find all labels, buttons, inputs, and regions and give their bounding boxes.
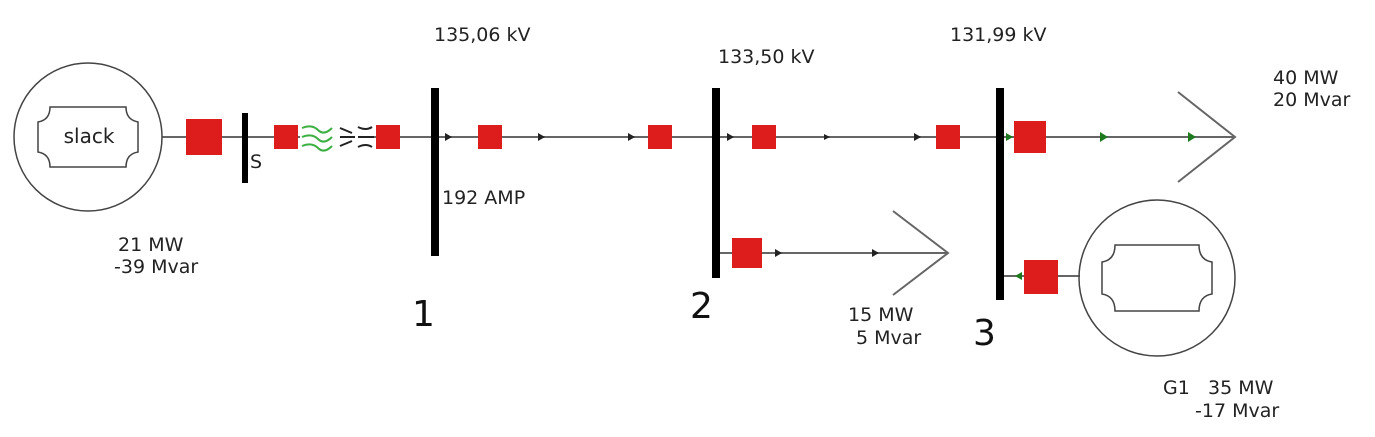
flow-arrow-3 bbox=[628, 133, 635, 141]
generator-mvar: -17 Mvar bbox=[1195, 400, 1279, 422]
bus-2[interactable] bbox=[712, 88, 720, 278]
generator-name: G1 bbox=[1163, 377, 1190, 399]
flow-arrow-2 bbox=[538, 133, 545, 141]
breaker-bus2-load[interactable] bbox=[732, 238, 762, 268]
bus3-number: 3 bbox=[973, 313, 996, 354]
flow-arrow-green-3 bbox=[1188, 132, 1196, 142]
slack-label: slack bbox=[64, 124, 115, 148]
breaker-bus3-out[interactable] bbox=[1014, 121, 1046, 153]
slack-bus[interactable] bbox=[242, 113, 248, 183]
flow-arrow-green-4 bbox=[1015, 272, 1022, 280]
load-arrow-bus3[interactable] bbox=[1177, 91, 1237, 183]
slack-generator[interactable]: slack bbox=[13, 62, 163, 212]
breaker-bus1-in[interactable] bbox=[376, 125, 400, 149]
bus2-load-mw: 15 MW bbox=[848, 304, 914, 326]
breaker-bus3-in[interactable] bbox=[936, 125, 960, 149]
bus1-voltage: 135,06 kV bbox=[434, 24, 531, 46]
bus3-voltage: 131,99 kV bbox=[950, 24, 1047, 46]
flow-arrow-green-1 bbox=[1006, 133, 1013, 141]
slack-mvar: -39 Mvar bbox=[114, 256, 198, 278]
generator-g1-symbol bbox=[1101, 244, 1213, 312]
bus3-load-mvar: 20 Mvar bbox=[1273, 89, 1350, 111]
breaker-slack-bus-out[interactable] bbox=[274, 125, 298, 149]
flow-arrow-8 bbox=[872, 249, 879, 257]
flow-arrow-5 bbox=[824, 134, 830, 140]
bus3-load-mw: 40 MW bbox=[1273, 67, 1339, 89]
bus2-voltage: 133,50 kV bbox=[718, 46, 815, 68]
bus2-load-mvar: 5 Mvar bbox=[856, 327, 921, 349]
bus-1[interactable] bbox=[431, 88, 439, 256]
breaker-bus1-out[interactable] bbox=[478, 125, 502, 149]
generator-g1[interactable] bbox=[1078, 199, 1236, 357]
breaker-bus2-in[interactable] bbox=[648, 125, 672, 149]
breaker-slack[interactable] bbox=[186, 119, 222, 155]
generator-mw: 35 MW bbox=[1208, 377, 1274, 399]
slack-mw: 21 MW bbox=[118, 234, 184, 256]
flow-arrow-1 bbox=[445, 133, 452, 141]
breaker-generator[interactable] bbox=[1024, 260, 1058, 294]
slack-generator-symbol bbox=[37, 106, 139, 168]
flow-arrow-4 bbox=[727, 133, 734, 141]
bus1-number: 1 bbox=[412, 294, 435, 335]
breaker-bus2-out[interactable] bbox=[752, 125, 776, 149]
bus1-current: 192 AMP bbox=[442, 187, 525, 209]
flow-arrow-7 bbox=[775, 249, 782, 257]
flow-arrow-6 bbox=[914, 133, 921, 141]
flow-arrow-green-2 bbox=[1100, 132, 1108, 142]
transformer-icon[interactable] bbox=[301, 125, 374, 152]
slack-bus-label: S bbox=[250, 151, 262, 173]
bus-3[interactable] bbox=[996, 88, 1004, 300]
load-arrow-bus2[interactable] bbox=[892, 210, 950, 296]
bus2-number: 2 bbox=[690, 286, 713, 327]
